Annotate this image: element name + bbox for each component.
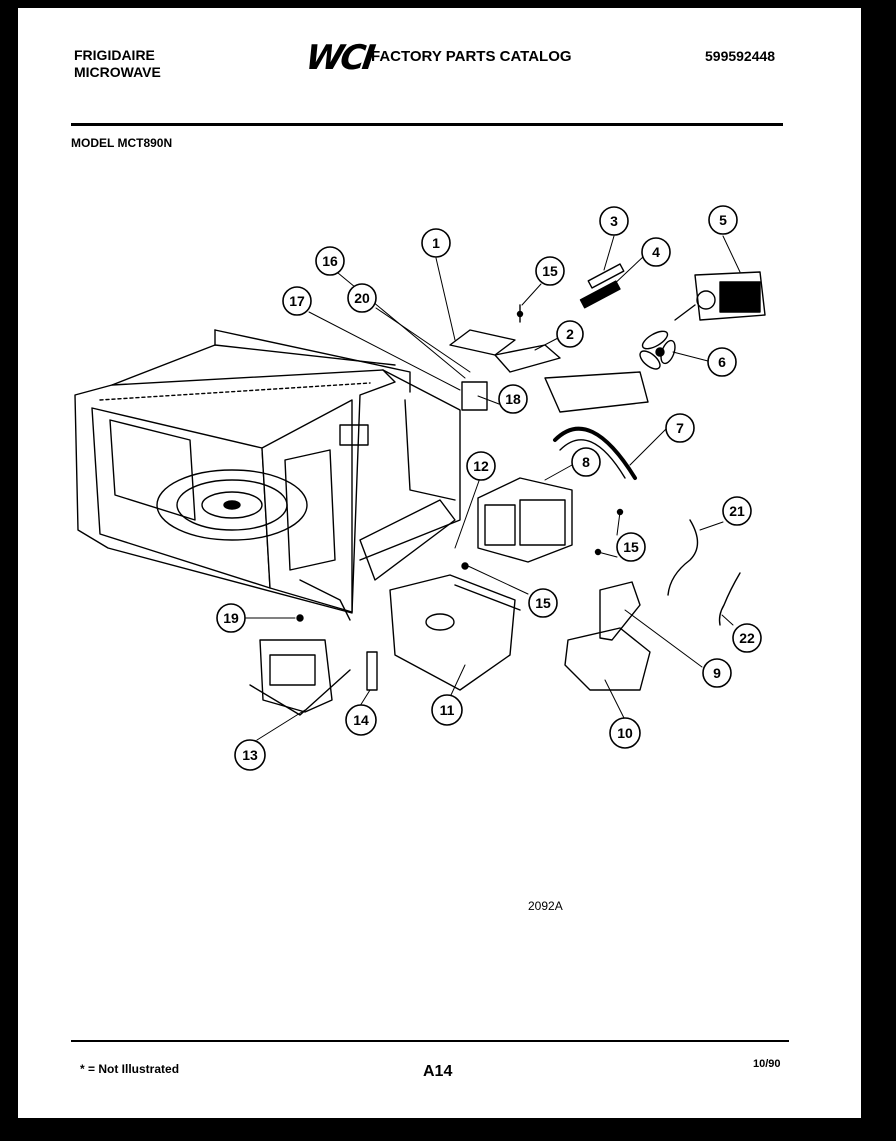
product-type: MICROWAVE xyxy=(74,64,161,80)
part-fan-blade-illustration xyxy=(639,330,676,370)
callout-2: 2 xyxy=(556,320,584,348)
callout-15-right: 15 xyxy=(616,532,646,562)
svg-text:4: 4 xyxy=(652,244,660,260)
callout-3: 3 xyxy=(599,206,629,236)
callout-15-lower: 15 xyxy=(528,588,558,618)
figure-code: 2092A xyxy=(528,899,563,913)
brand-block: FRIGIDAIRE MICROWAVE xyxy=(74,47,161,81)
callout-9: 9 xyxy=(702,658,732,688)
svg-text:2: 2 xyxy=(566,326,574,342)
part-fan-shroud-illustration xyxy=(544,371,649,480)
part-magnetron-illustration xyxy=(477,477,573,563)
svg-text:6: 6 xyxy=(718,354,726,370)
callout-14: 14 xyxy=(345,704,377,736)
svg-text:1: 1 xyxy=(432,235,440,251)
revision-date: 10/90 xyxy=(753,1058,781,1070)
catalog-part-number: 599592448 xyxy=(705,48,776,64)
svg-text:15: 15 xyxy=(542,263,558,279)
callout-1: 1 xyxy=(421,228,451,258)
footnote: * = Not Illustrated xyxy=(80,1062,180,1076)
svg-text:13: 13 xyxy=(242,747,258,763)
callout-20: 20 xyxy=(347,283,377,313)
callout-19: 19 xyxy=(216,603,246,633)
callout-5: 5 xyxy=(708,205,738,235)
svg-text:14: 14 xyxy=(353,712,369,728)
callout-6: 6 xyxy=(707,347,737,377)
footer-rule xyxy=(71,1040,789,1042)
callout-15-top: 15 xyxy=(535,256,565,286)
svg-text:18: 18 xyxy=(505,391,521,407)
model-number: MODEL MCT890N xyxy=(71,136,173,150)
svg-text:11: 11 xyxy=(440,702,455,718)
svg-text:15: 15 xyxy=(623,539,639,555)
part-transformer-illustration xyxy=(249,639,351,716)
svg-text:16: 16 xyxy=(322,253,338,269)
callout-markers: 1 2 3 4 5 6 7 8 9 10 11 12 13 14 15 15 1… xyxy=(216,205,762,771)
callout-7: 7 xyxy=(665,413,695,443)
header-rule xyxy=(71,123,783,126)
part-duct-illustration xyxy=(389,574,521,691)
svg-text:5: 5 xyxy=(719,212,727,228)
catalog-page: FRIGIDAIRE MICROWAVE WCI FACTORY PARTS C… xyxy=(18,8,861,1118)
part-fan-motor-illustration xyxy=(674,271,766,321)
callout-22: 22 xyxy=(732,623,762,653)
svg-text:10: 10 xyxy=(617,725,633,741)
callout-21: 21 xyxy=(722,496,752,526)
part-interlock-illustration xyxy=(366,651,378,691)
callout-8: 8 xyxy=(571,447,601,477)
brand-name: FRIGIDAIRE xyxy=(74,47,155,63)
svg-text:22: 22 xyxy=(739,630,755,646)
part-wire-harness-illustration xyxy=(667,519,741,626)
svg-text:12: 12 xyxy=(473,458,489,474)
callout-13: 13 xyxy=(234,739,266,771)
callout-4: 4 xyxy=(641,237,671,267)
svg-text:7: 7 xyxy=(676,420,684,436)
svg-text:21: 21 xyxy=(729,503,745,519)
svg-text:8: 8 xyxy=(582,454,590,470)
callout-11: 11 xyxy=(431,694,463,726)
part-capacitor-illustration xyxy=(564,581,651,691)
callout-18: 18 xyxy=(498,384,528,414)
oven-cavity-illustration xyxy=(74,329,461,621)
svg-text:9: 9 xyxy=(713,665,721,681)
leader-lines xyxy=(245,235,741,741)
svg-text:20: 20 xyxy=(354,290,370,306)
svg-text:19: 19 xyxy=(223,610,239,626)
callout-16: 16 xyxy=(315,246,345,276)
svg-text:15: 15 xyxy=(535,595,551,611)
page-number: A14 xyxy=(423,1063,453,1080)
callout-17: 17 xyxy=(282,286,312,316)
catalog-title: FACTORY PARTS CATALOG xyxy=(371,48,572,65)
callout-10: 10 xyxy=(609,717,641,749)
part-thermal-fuse-illustration xyxy=(579,263,625,309)
svg-text:17: 17 xyxy=(289,293,305,309)
svg-text:3: 3 xyxy=(610,213,618,229)
callout-12: 12 xyxy=(466,451,496,481)
